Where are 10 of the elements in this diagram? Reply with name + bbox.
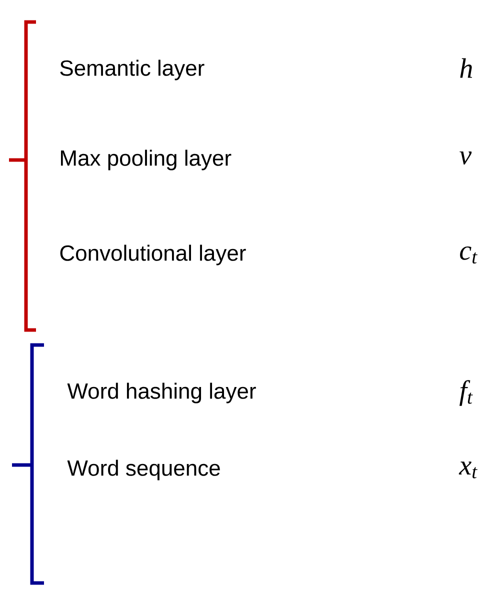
math-symbol: c$_{t}$ [460, 246, 478, 264]
math-symbol: v [460, 151, 472, 165]
layer-label: Semantic layer [60, 60, 204, 80]
layer-label: Word sequence [67, 460, 220, 480]
layer-label: Max pooling layer [61, 150, 232, 170]
math-symbol: x$_{t}$ [458, 462, 478, 478]
math-symbol: h [460, 58, 472, 78]
math-symbol: f$_{t}$ [460, 380, 473, 406]
layer-label: Word hashing layer [67, 382, 256, 404]
layer-label: Convolutional layer [60, 244, 246, 266]
